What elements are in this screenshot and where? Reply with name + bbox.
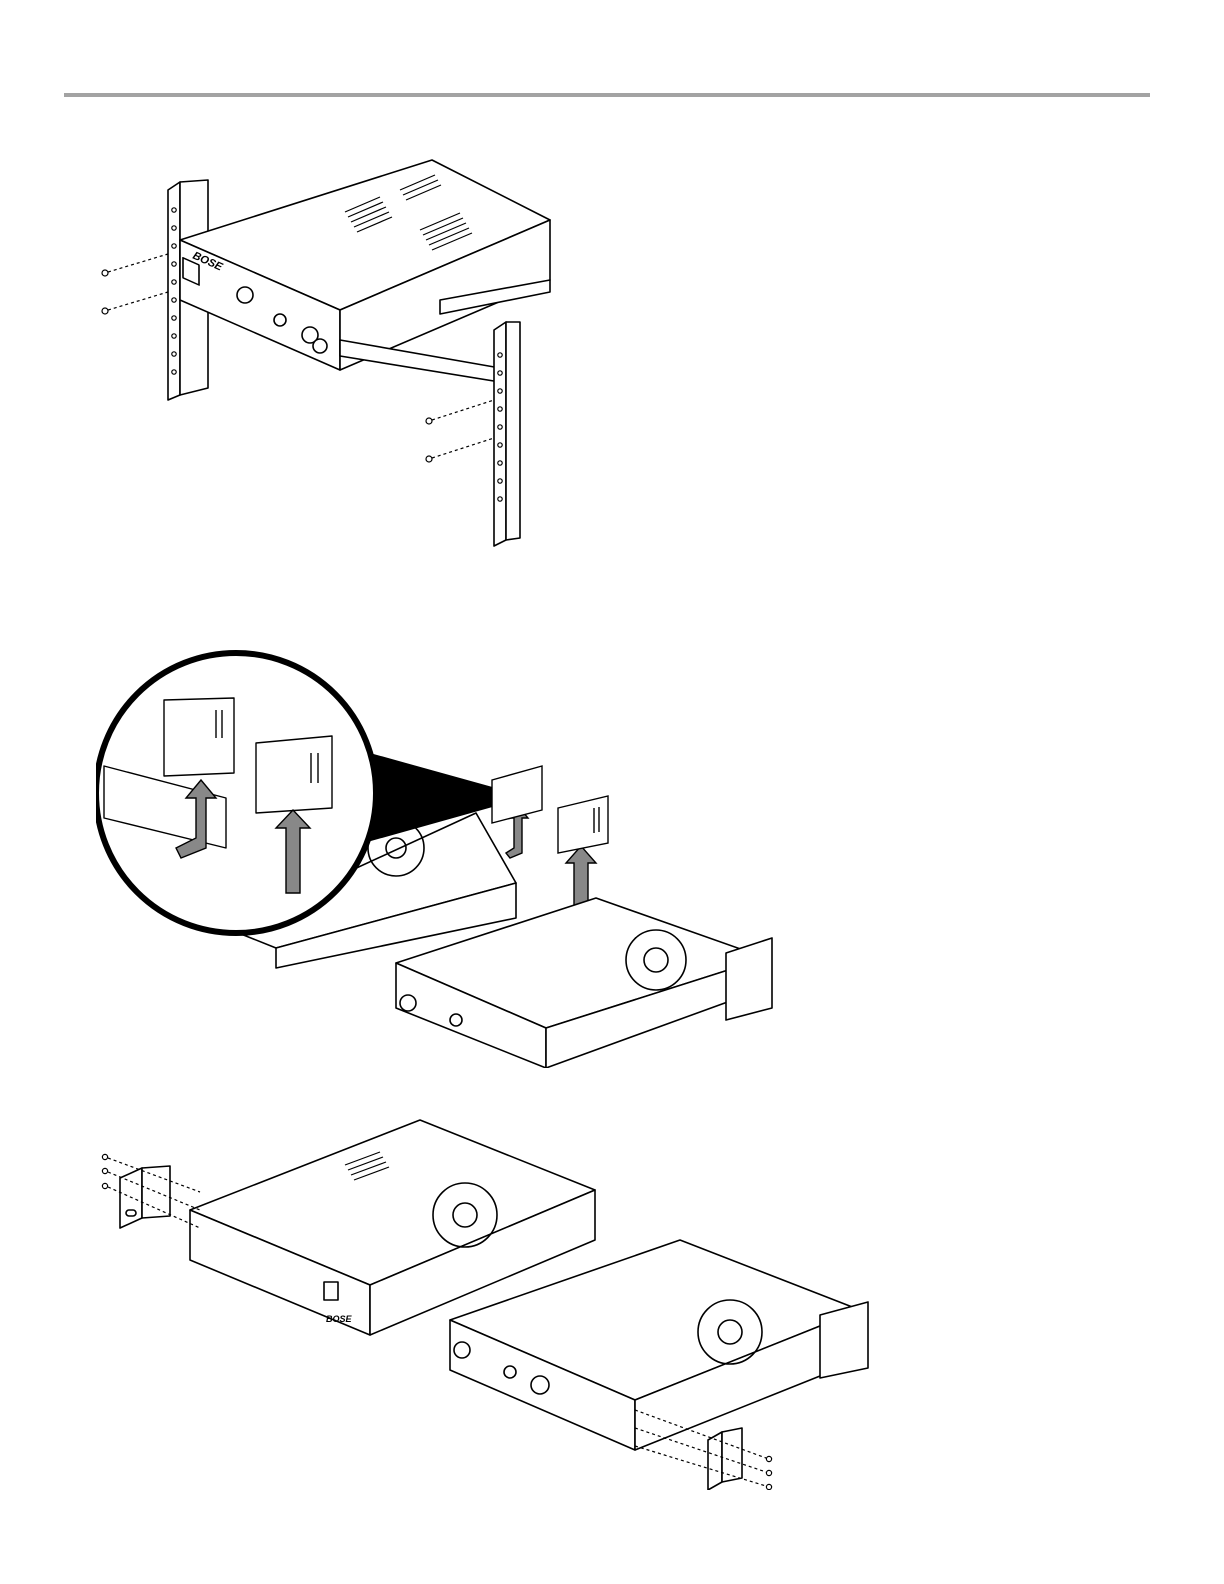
rack-ear-bracket-icon bbox=[708, 1428, 742, 1490]
side-plate-removal-diagram bbox=[96, 648, 796, 1068]
rack-mount-diagram: BOSE bbox=[80, 150, 640, 550]
brand-logo: BOSE bbox=[326, 1314, 353, 1324]
right-rack-rail bbox=[494, 322, 520, 546]
side-plate-icon bbox=[492, 766, 608, 853]
rack-ear-install-diagram: BOSE bbox=[90, 1110, 890, 1490]
rack-ear-bracket-icon bbox=[120, 1166, 170, 1228]
header-rule bbox=[64, 93, 1150, 97]
